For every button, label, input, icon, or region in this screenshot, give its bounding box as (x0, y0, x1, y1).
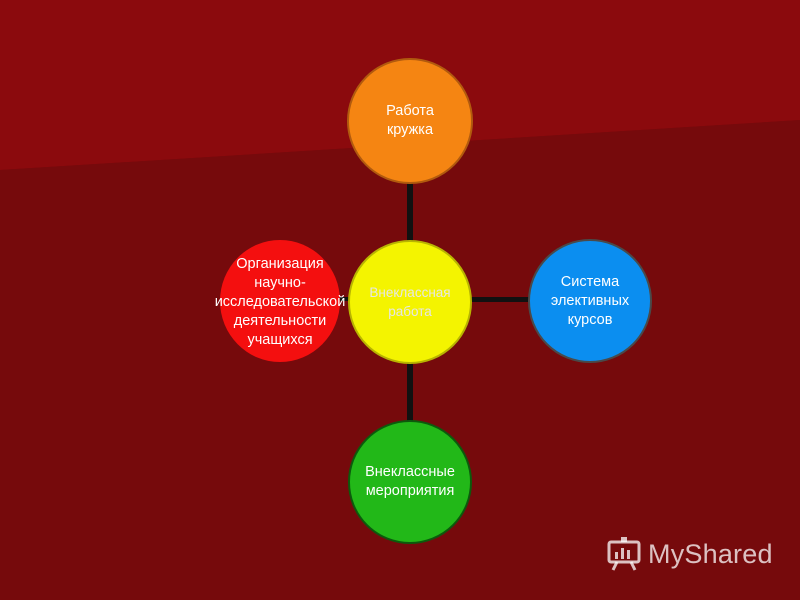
watermark: MyShared (606, 534, 773, 574)
node-research-activity-label: Организация научно- исследовательской де… (214, 255, 346, 348)
node-research-activity: Организация научно- исследовательской де… (215, 240, 345, 362)
connector-top (407, 180, 413, 242)
node-elective-courses-label: Система элективных курсов (550, 273, 630, 328)
node-extracurricular-events-label: Внеклассные мероприятия (365, 464, 455, 499)
node-extracurricular-events: Внеклассные мероприятия (348, 420, 472, 544)
node-extracurricular-work-label: Внеклассная работа (369, 285, 451, 319)
node-club-work-label: Работа кружка (386, 103, 434, 138)
node-club-work: Работа кружка (347, 58, 473, 184)
connector-right (470, 297, 530, 302)
watermark-text: MyShared (648, 538, 773, 569)
node-elective-courses: Система элективных курсов (528, 239, 652, 363)
presentation-board-icon (607, 537, 641, 571)
connector-bottom (407, 362, 413, 422)
node-extracurricular-work: Внеклассная работа (348, 240, 472, 364)
